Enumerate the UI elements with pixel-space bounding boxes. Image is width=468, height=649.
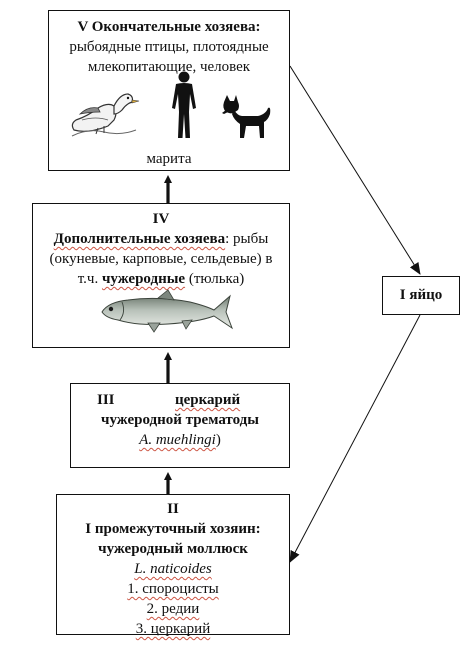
stage-egg-box: I яйцо <box>382 276 460 315</box>
additional-hosts-line3: т.ч. чужеродные (тюлька) <box>33 269 289 289</box>
dog-icon <box>222 95 271 138</box>
cercaria-word: церкарий <box>175 392 241 408</box>
additional-hosts-bold-label: Дополнительные хозяева <box>53 231 226 247</box>
arrow-egg-to-ii <box>289 314 421 563</box>
seagull-icon <box>71 93 140 137</box>
additional-hosts-text1: : рыбы <box>225 231 269 247</box>
final-hosts-line3: млекопитающие, человек <box>87 59 251 75</box>
final-hosts-heading-text: V Окончательные хозяева: <box>77 19 261 35</box>
stage-final-hosts-box: V Окончательные хозяева: рыбоядные птицы… <box>48 10 290 171</box>
intermediate-line2: чужеродный моллюск <box>98 541 248 557</box>
intermediate-item2: 2. редии <box>57 599 289 619</box>
intermediate-item3: 3. церкарий <box>57 619 289 639</box>
intermediate-roman: II <box>167 501 179 517</box>
additional-hosts-roman: IV <box>152 211 170 227</box>
stage-cercaria-box: III церкарий чужеродной трематоды A. mue… <box>70 383 290 468</box>
additional-hosts-line3-suffix: (тюлька) <box>185 271 245 287</box>
stage-intermediate-host-box: II I промежуточный хозяин: чужеродный мо… <box>56 494 290 637</box>
intermediate-item3-text: 3. церкарий <box>135 621 211 637</box>
cercaria-species: A. muehlingi <box>139 432 216 448</box>
fish-icon <box>101 289 234 333</box>
additional-hosts-line3-prefix: т.ч. <box>77 271 102 287</box>
arrow-v-to-egg <box>289 65 421 275</box>
intermediate-line1: I промежуточный хозяин: <box>85 521 261 537</box>
intermediate-species-text: L. naticoides <box>134 561 212 577</box>
final-hosts-heading: V Окончательные хозяева: <box>49 17 289 37</box>
cercaria-line2: чужеродной трематоды <box>101 412 259 428</box>
final-hosts-line2: рыбоядные птицы, плотоядные <box>69 39 269 55</box>
intermediate-species: L. naticoides <box>57 559 289 579</box>
final-hosts-caption: марита <box>146 151 192 167</box>
additional-hosts-line1: Дополнительные хозяева: рыбы <box>33 229 289 249</box>
additional-hosts-line2: (окуневые, карповые, сельдевые) в <box>49 251 273 267</box>
cercaria-line3: A. muehlingi) <box>71 430 289 450</box>
additional-hosts-line3-bold: чужеродные <box>101 271 186 287</box>
cercaria-roman: III <box>97 392 115 408</box>
egg-label: I яйцо <box>399 287 443 303</box>
cercaria-line1: III церкарий <box>71 390 289 410</box>
intermediate-item1-text: 1. спороцисты <box>127 581 219 597</box>
cercaria-line3-suffix: ) <box>215 432 221 448</box>
human-silhouette-icon <box>172 71 196 138</box>
intermediate-item2-text: 2. редии <box>146 601 200 617</box>
intermediate-item1: 1. спороцисты <box>57 579 289 599</box>
